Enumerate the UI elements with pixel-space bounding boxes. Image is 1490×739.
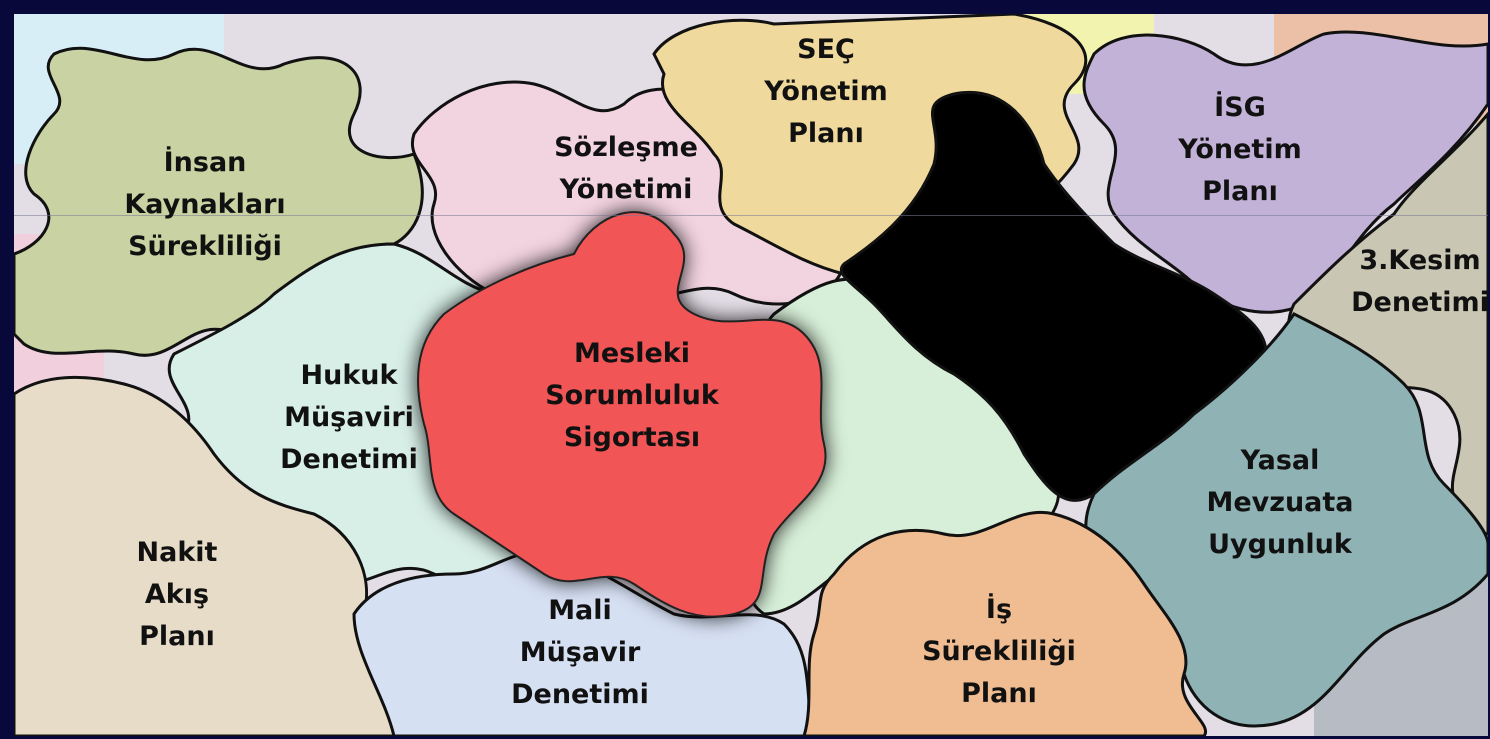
- piece-is[interactable]: [802, 510, 1208, 736]
- piece-mesleki[interactable]: [417, 211, 827, 618]
- divider-line: [14, 215, 1488, 216]
- piece-isg[interactable]: [1082, 30, 1488, 314]
- piece-mali[interactable]: [352, 550, 816, 736]
- puzzle-canvas: [14, 14, 1488, 736]
